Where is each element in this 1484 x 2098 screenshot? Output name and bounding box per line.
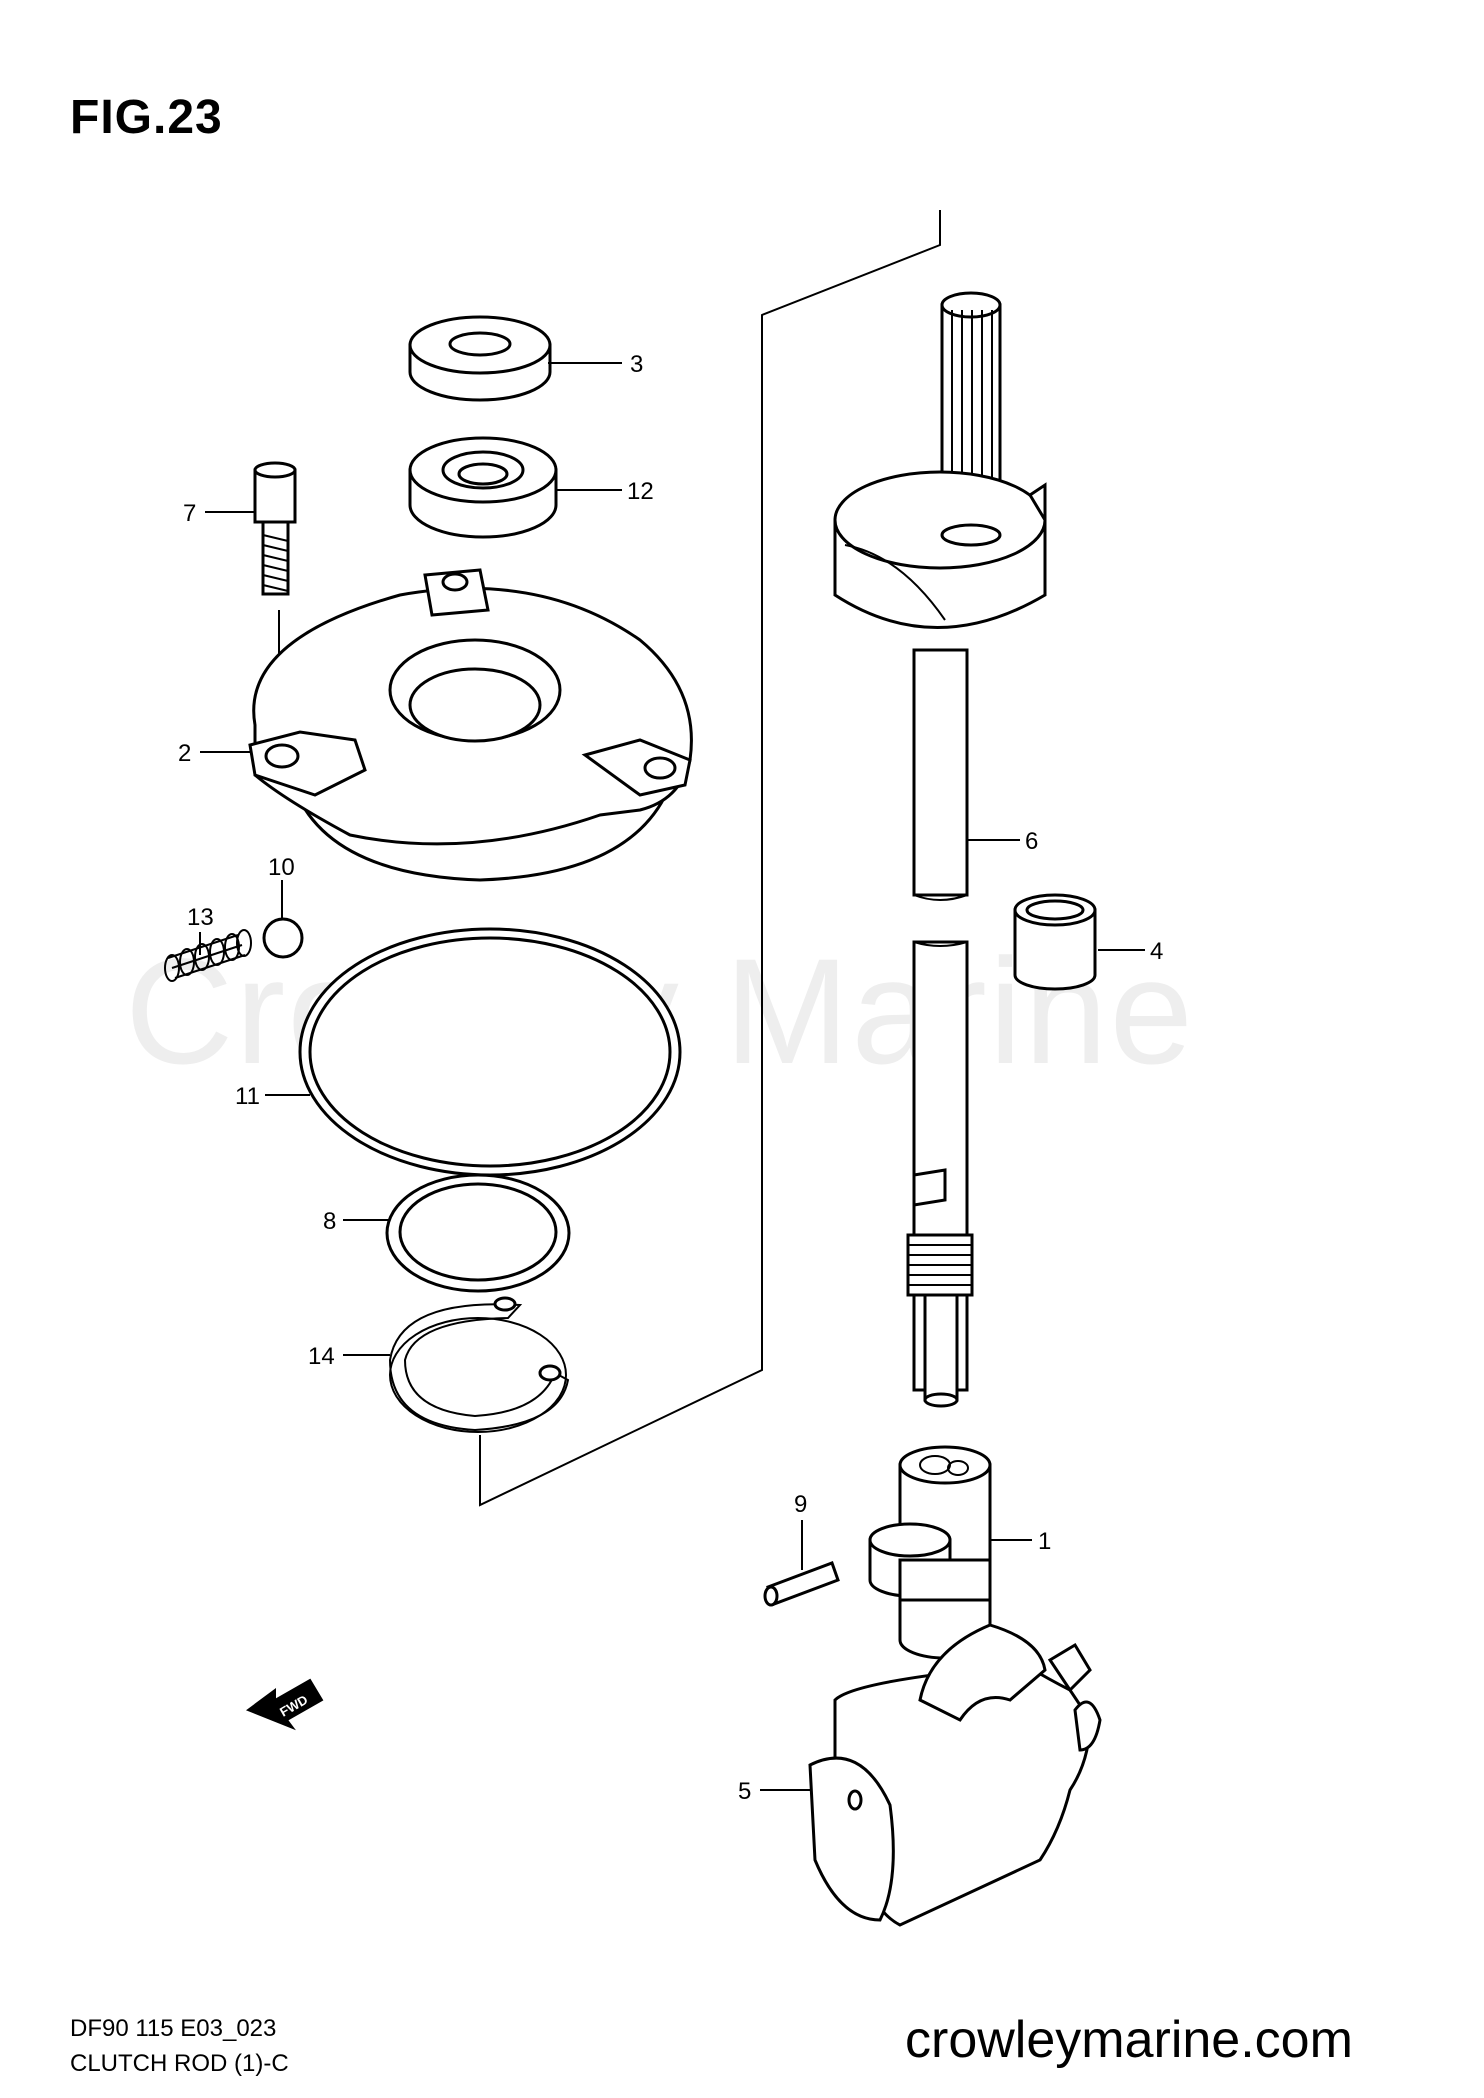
part-1-fitting bbox=[868, 1445, 992, 1660]
callout-13: 13 bbox=[187, 904, 214, 931]
diagram-code: DF90 115 E03_023 bbox=[70, 2015, 277, 2042]
part-6-clutch-rod bbox=[833, 291, 1047, 1408]
callout-1: 1 bbox=[1038, 1528, 1051, 1555]
part-2-housing bbox=[248, 568, 693, 882]
callout-10: 10 bbox=[268, 854, 295, 881]
part-3-washer bbox=[408, 315, 552, 402]
part-9-pin bbox=[763, 1561, 840, 1607]
diagram-name: CLUTCH ROD (1)-C bbox=[70, 2050, 289, 2077]
site-link[interactable]: crowleymarine.com bbox=[905, 2011, 1353, 2069]
part-5-shift-slider bbox=[808, 1623, 1102, 1927]
callout-3: 3 bbox=[630, 351, 643, 378]
callout-5: 5 bbox=[738, 1778, 751, 1805]
callout-7: 7 bbox=[183, 500, 196, 527]
part-10-ball bbox=[262, 917, 304, 959]
callout-8: 8 bbox=[323, 1208, 336, 1235]
part-4-bushing bbox=[1013, 893, 1097, 991]
callout-12: 12 bbox=[627, 478, 654, 505]
group-bracket bbox=[479, 210, 941, 1507]
part-8-ring bbox=[385, 1173, 571, 1293]
callout-2: 2 bbox=[178, 740, 191, 767]
figure-title: FIG.23 bbox=[70, 91, 223, 144]
leader-lines bbox=[199, 362, 1145, 1791]
callout-11: 11 bbox=[235, 1083, 260, 1110]
callout-6: 6 bbox=[1025, 828, 1038, 855]
fwd-arrow-icon bbox=[245, 1678, 324, 1731]
callout-9: 9 bbox=[794, 1491, 807, 1518]
part-12-oil-seal bbox=[408, 436, 558, 539]
callout-14: 14 bbox=[308, 1343, 335, 1370]
callout-4: 4 bbox=[1150, 938, 1163, 965]
part-11-o-ring bbox=[298, 927, 682, 1177]
part-13-spring bbox=[164, 929, 252, 982]
part-14-circlip bbox=[388, 1296, 570, 1433]
